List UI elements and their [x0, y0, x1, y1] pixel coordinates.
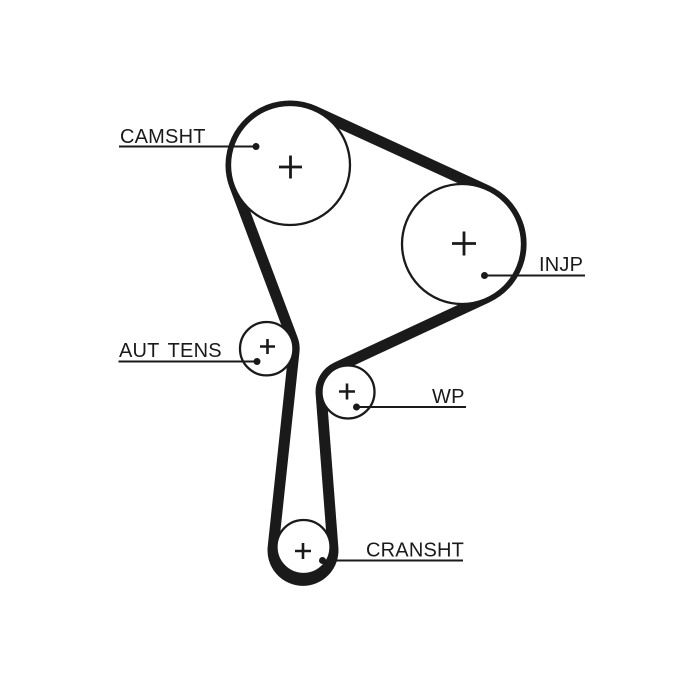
camshaft-leader-dot	[252, 143, 260, 150]
crankshaft-callout: CRANSHT	[319, 540, 464, 564]
plus-icon	[339, 383, 355, 400]
camshaft-pulley	[228, 103, 352, 227]
plus-icon	[295, 543, 311, 559]
injection-pump-label: INJP	[539, 254, 583, 276]
camshaft-callout: CAMSHT	[119, 126, 260, 150]
crankshaft-leader-dot	[319, 557, 326, 564]
water-pump-callout: WP	[353, 386, 466, 411]
water-pump-pulley	[320, 364, 376, 420]
crankshaft-pulley	[275, 518, 332, 576]
water-pump-leader-dot	[353, 403, 360, 411]
injection-pump-leader-dot	[481, 272, 488, 279]
injection-pump-callout: INJP	[481, 254, 585, 279]
water-pump-label: WP	[432, 386, 465, 408]
auto-tensioner-callout: AUT TENS	[118, 340, 261, 365]
plus-icon	[260, 339, 275, 354]
auto-tensioner-pulley	[238, 320, 295, 377]
camshaft-label: CAMSHT	[120, 126, 206, 148]
plus-icon	[452, 231, 476, 256]
plus-icon	[279, 155, 302, 179]
injection-pump-pulley	[400, 182, 524, 306]
crankshaft-label: CRANSHT	[366, 540, 464, 562]
auto-tensioner-leader-dot	[253, 358, 261, 365]
auto-tensioner-label: AUT TENS	[119, 340, 222, 362]
